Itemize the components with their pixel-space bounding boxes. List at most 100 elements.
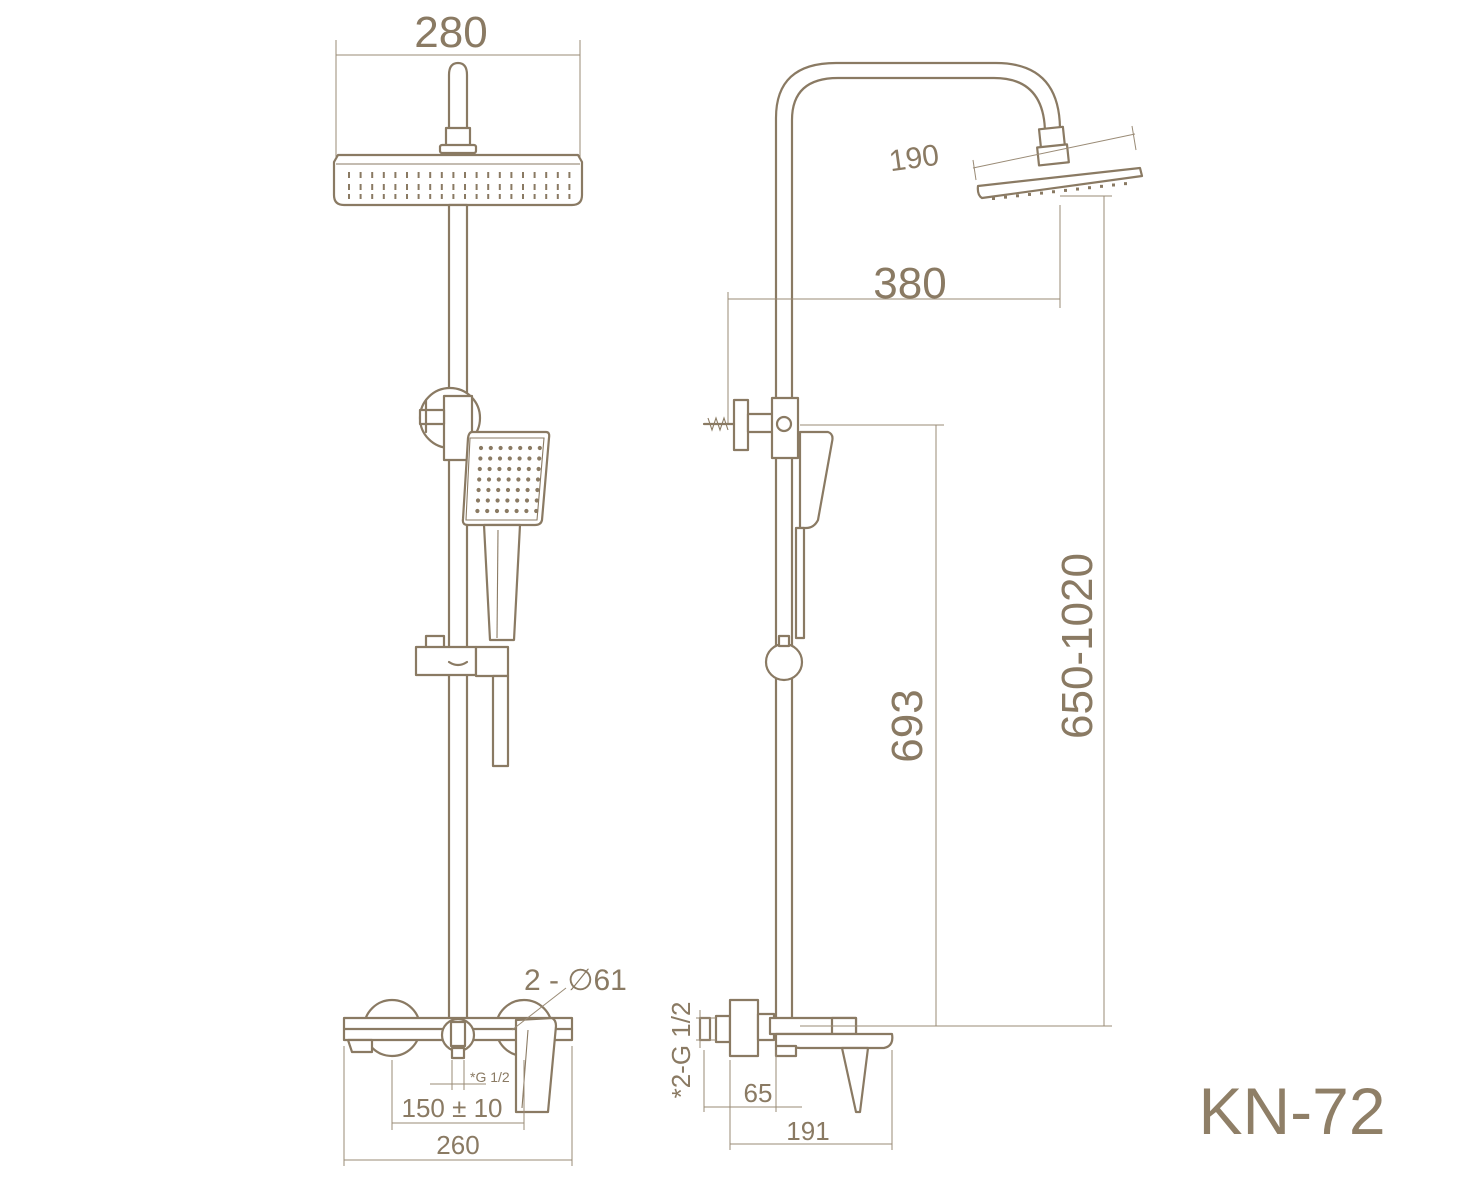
side-wall-bracket bbox=[702, 396, 800, 460]
nozzle-dot bbox=[524, 498, 530, 503]
nozzle-dot bbox=[556, 194, 559, 199]
front-view: 280 bbox=[332, 8, 627, 1166]
nozzle-dot bbox=[417, 172, 420, 178]
nozzle-dot bbox=[1028, 192, 1031, 196]
nozzle-dot bbox=[452, 172, 455, 178]
nozzle-dot bbox=[1040, 191, 1043, 195]
nozzle-dot bbox=[359, 184, 362, 190]
nozzle-dot bbox=[1100, 184, 1103, 188]
dim-head-diameter: 190 bbox=[887, 125, 1137, 181]
nozzle-dot bbox=[348, 172, 350, 178]
nozzle-dot bbox=[478, 445, 484, 451]
nozzle-dot bbox=[487, 466, 492, 472]
nozzle-dot bbox=[382, 194, 385, 199]
nozzle-dot bbox=[359, 194, 362, 199]
dim-mixer-width: 260 bbox=[343, 1046, 573, 1166]
nozzle-dot bbox=[464, 194, 466, 199]
nozzle-dot bbox=[527, 445, 533, 451]
nozzle-dot bbox=[1004, 195, 1007, 199]
label-191: 191 bbox=[786, 1116, 829, 1146]
nozzle-dot bbox=[475, 498, 481, 503]
hand-shower-front bbox=[461, 430, 551, 642]
nozzle-dot bbox=[487, 184, 490, 190]
nozzle-dot bbox=[526, 477, 531, 482]
nozzle-dot bbox=[417, 194, 420, 199]
nozzle-dot bbox=[452, 194, 455, 199]
nozzle-dot bbox=[487, 194, 490, 199]
nozzle-dot bbox=[497, 456, 503, 461]
label-650-1020: 650-1020 bbox=[1053, 553, 1102, 739]
nozzle-dot bbox=[1052, 190, 1055, 194]
nozzle-dot bbox=[535, 487, 540, 493]
label-65: 65 bbox=[744, 1078, 773, 1108]
nozzle-dot bbox=[496, 487, 501, 493]
side-rain-head bbox=[976, 125, 1144, 200]
nozzle-dot bbox=[545, 184, 548, 190]
nozzle-dot bbox=[506, 477, 511, 482]
nozzle-dot bbox=[429, 194, 432, 199]
nozzle-dot bbox=[486, 477, 492, 482]
nozzle-dot bbox=[568, 172, 571, 178]
hand-shower-nozzles bbox=[475, 445, 542, 514]
nozzle-dot bbox=[494, 508, 500, 514]
nozzle-dot bbox=[475, 172, 478, 178]
nozzle-dot bbox=[508, 445, 513, 451]
nozzle-dot bbox=[371, 184, 374, 190]
nozzle-dot bbox=[545, 172, 548, 178]
nozzle-dot bbox=[476, 487, 481, 493]
nozzle-dot bbox=[1124, 182, 1127, 186]
nozzle-dot bbox=[510, 194, 513, 199]
nozzle-dot bbox=[545, 194, 548, 199]
nozzle-dot bbox=[478, 456, 483, 461]
nozzle-dot bbox=[488, 456, 493, 461]
dim-inlet-thread-front: *G 1/2 bbox=[430, 1060, 510, 1090]
nozzle-dot bbox=[440, 172, 443, 178]
nozzle-dot bbox=[497, 466, 502, 472]
nozzle-dot bbox=[394, 184, 397, 190]
label-flange-diameter: 2 - ∅61 bbox=[524, 964, 627, 997]
nozzle-dot bbox=[475, 508, 480, 514]
label-280: 280 bbox=[414, 8, 487, 57]
nozzle-dot bbox=[485, 508, 490, 514]
dim-arm-reach: 380 bbox=[727, 205, 1061, 425]
label-inlet-thread-front: *G 1/2 bbox=[470, 1069, 510, 1085]
nozzle-dot bbox=[1076, 187, 1079, 191]
front-head-nut bbox=[438, 143, 478, 155]
nozzle-dot bbox=[505, 498, 510, 503]
nozzle-dot bbox=[486, 487, 491, 493]
nozzle-dot bbox=[504, 508, 509, 514]
nozzle-dot bbox=[477, 466, 482, 472]
nozzle-dot bbox=[1016, 194, 1019, 198]
nozzle-dot bbox=[507, 466, 512, 472]
side-hand-shower bbox=[798, 430, 834, 530]
nozzle-dot bbox=[534, 498, 539, 503]
nozzle-dot bbox=[534, 508, 539, 514]
label-380: 380 bbox=[873, 259, 946, 308]
nozzle-dot bbox=[525, 487, 530, 493]
label-693: 693 bbox=[883, 689, 932, 762]
nozzle-dot bbox=[992, 197, 995, 200]
nozzle-dot bbox=[498, 194, 501, 199]
nozzle-dot bbox=[526, 466, 531, 472]
nozzle-dot bbox=[382, 172, 385, 178]
label-150: 150 ± 10 bbox=[401, 1093, 502, 1123]
nozzle-dot bbox=[496, 477, 501, 482]
nozzle-dot bbox=[475, 194, 478, 199]
nozzle-dot bbox=[535, 477, 541, 482]
rain-head-nozzles bbox=[348, 172, 571, 199]
nozzle-dot bbox=[498, 184, 501, 190]
dim-wall-offset: 65 bbox=[703, 1050, 802, 1112]
nozzle-dot bbox=[510, 172, 513, 178]
nozzle-dot bbox=[406, 184, 408, 190]
nozzle-dot bbox=[495, 498, 500, 503]
label-190: 190 bbox=[887, 139, 941, 179]
nozzle-dot bbox=[510, 184, 513, 190]
nozzle-dot bbox=[382, 184, 385, 190]
front-mixer-body bbox=[342, 998, 574, 1114]
nozzle-dot bbox=[348, 194, 350, 199]
nozzle-dot bbox=[556, 184, 559, 190]
label-inlet-thread-side: *2-G 1/2 bbox=[666, 1002, 696, 1099]
nozzle-dot bbox=[516, 477, 521, 482]
nozzle-dot bbox=[464, 184, 466, 190]
nozzle-dot bbox=[536, 466, 541, 472]
